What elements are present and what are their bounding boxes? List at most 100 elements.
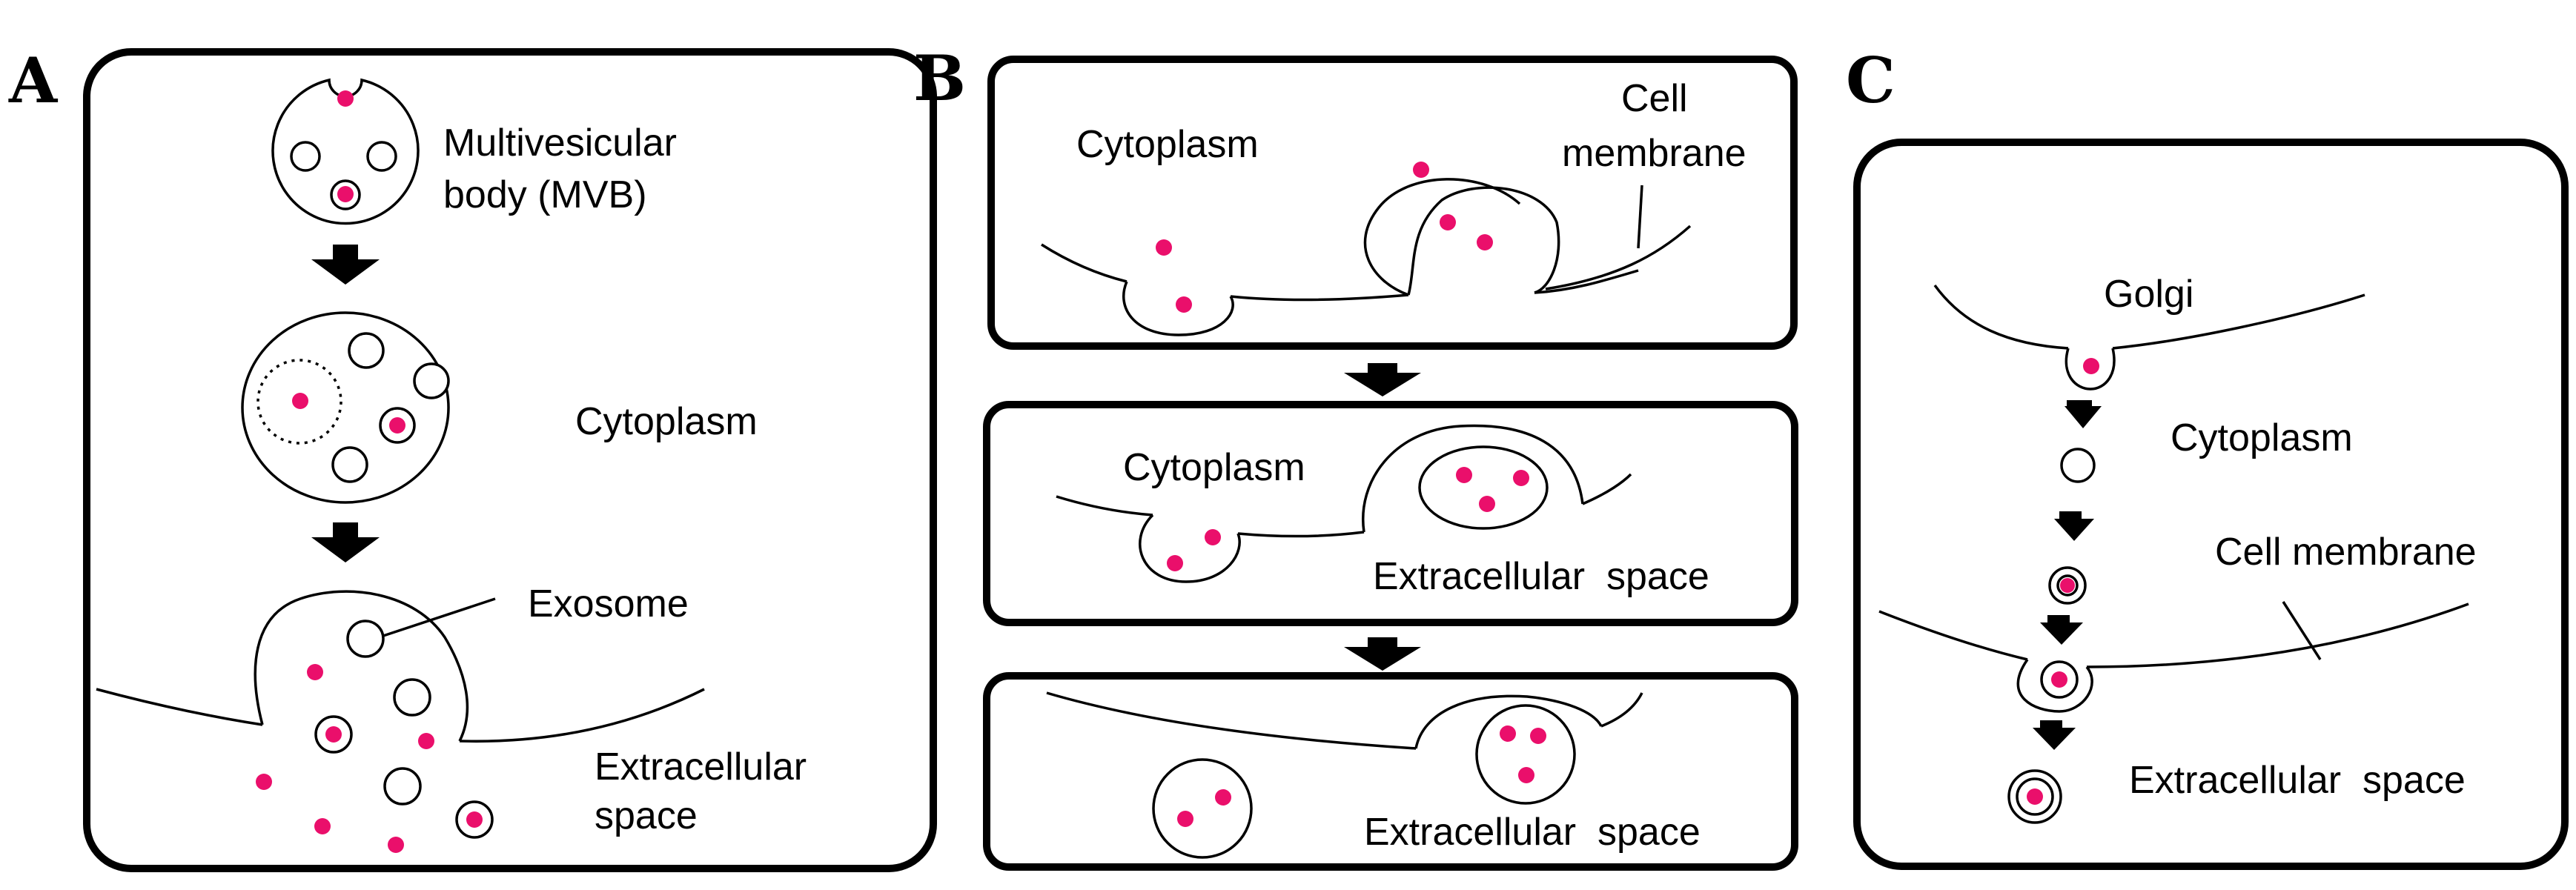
cell-membrane-left xyxy=(96,688,263,726)
transport-vesicle xyxy=(2060,448,2096,483)
cargo-dot xyxy=(1513,470,1529,486)
down-arrow-icon xyxy=(311,245,380,285)
cell-membrane xyxy=(1046,691,1417,750)
label-extracellular-line1: Extracellular xyxy=(595,745,807,788)
panel-a: A Multivesicular body (MVB) Cytoplasm xyxy=(8,44,937,872)
panel-a-letter: A xyxy=(8,44,59,117)
exosome-vesicle xyxy=(346,620,385,658)
cargo-dot xyxy=(1413,162,1429,178)
cargo-dot xyxy=(1440,214,1456,230)
fusing-vesicle-membrane xyxy=(2016,658,2093,713)
cargo-dot xyxy=(1456,467,1472,483)
panel-b-frame-1 xyxy=(987,56,1798,350)
intraluminal-vesicle xyxy=(290,141,321,172)
panel-b: B Cytoplasm Cell membrane xyxy=(913,41,1798,871)
cargo-dot xyxy=(466,811,483,828)
label-extracellular-line2: space xyxy=(595,794,698,837)
cargo-dot xyxy=(337,90,354,107)
forming-vesicle-dashed xyxy=(256,359,342,445)
budding-microvesicle xyxy=(1122,281,1234,336)
cargo-dot xyxy=(418,733,434,749)
cargo-dot xyxy=(2051,671,2067,688)
cell-membrane xyxy=(2086,602,2469,668)
cell-membrane xyxy=(1600,692,1643,728)
cell-membrane xyxy=(1237,531,1365,538)
cargo-dot xyxy=(388,837,404,853)
released-microvesicle xyxy=(1152,758,1253,859)
exosome-vesicle xyxy=(383,767,422,806)
label-b-cell-line1: Cell xyxy=(1621,77,1688,120)
panel-b-stage-1 xyxy=(1041,162,1692,336)
cell-membrane xyxy=(1230,293,1409,302)
label-mvb-line1: Multivesicular xyxy=(443,122,677,165)
panel-c: C Golgi Cytoplasm Cell membrane Extracel… xyxy=(1846,44,2569,870)
cargo-dot xyxy=(1500,725,1516,742)
panel-b-stage-3 xyxy=(1046,691,1643,859)
engulfed-vesicle xyxy=(1418,445,1549,530)
golgi-membrane xyxy=(1933,284,2069,350)
label-b-cytoplasm-1: Cytoplasm xyxy=(1076,123,1259,166)
cargo-dot xyxy=(2027,788,2043,805)
panel-c-frame xyxy=(1853,139,2569,870)
cargo-dot xyxy=(2060,578,2075,593)
label-b-cytoplasm-2: Cytoplasm xyxy=(1123,446,1305,489)
cargo-dot xyxy=(389,417,405,434)
panel-b-letter: B xyxy=(913,41,966,115)
down-arrow-icon xyxy=(2054,511,2094,541)
cargo-dot xyxy=(1479,496,1495,512)
cargo-dot xyxy=(314,818,331,834)
panel-b-frame-3 xyxy=(983,672,1798,871)
cargo-dot xyxy=(1215,789,1231,806)
cargo-dot xyxy=(1530,728,1546,744)
membrane-protrusion-outer xyxy=(1363,178,1521,296)
cargo-dot xyxy=(337,186,354,202)
intraluminal-vesicle xyxy=(348,332,385,369)
cell-membrane xyxy=(1545,225,1692,290)
down-arrow-icon xyxy=(2040,615,2083,645)
cargo-dot xyxy=(292,393,308,409)
cargo-dot xyxy=(1518,767,1534,783)
cargo-dot xyxy=(1205,529,1221,545)
golgi-budding-vesicle xyxy=(2065,348,2116,391)
label-c-golgi: Golgi xyxy=(2104,273,2193,316)
label-b-cell-line2: membrane xyxy=(1562,132,1746,175)
cargo-dot xyxy=(1167,555,1183,571)
down-arrow-icon xyxy=(1344,363,1421,396)
cell-membrane-pointer-line xyxy=(1637,185,1643,249)
panel-b-stage-2 xyxy=(1056,424,1632,583)
label-b-extracellular-2: Extracellular space xyxy=(1373,555,1709,598)
cell-membrane xyxy=(1041,243,1128,283)
cell-membrane xyxy=(1056,495,1153,517)
mvb-membrane xyxy=(271,78,420,225)
label-exosome: Exosome xyxy=(528,582,689,625)
fusing-mvb-membrane xyxy=(254,590,469,742)
cell-membrane xyxy=(1534,269,1639,294)
label-c-extracellular: Extracellular space xyxy=(2129,759,2466,802)
label-mvb-line2: body (MVB) xyxy=(443,173,647,216)
cargo-dot xyxy=(325,726,342,743)
down-arrow-icon xyxy=(2033,720,2076,750)
exosome-vesicle xyxy=(393,678,431,717)
panel-c-letter: C xyxy=(1846,44,1895,117)
cell-membrane-pointer-line xyxy=(2282,601,2322,660)
intraluminal-vesicle xyxy=(366,141,397,172)
down-arrow-icon xyxy=(311,522,380,562)
multivesicular-body xyxy=(271,78,420,225)
label-cytoplasm: Cytoplasm xyxy=(575,400,758,443)
membrane-protrusion xyxy=(1414,694,1603,749)
cargo-dot xyxy=(1156,239,1172,256)
membrane-protrusion xyxy=(1362,424,1584,533)
cargo-dot xyxy=(1477,234,1493,250)
intraluminal-vesicle xyxy=(413,362,450,399)
cargo-dot xyxy=(256,774,272,790)
cell-membrane-right xyxy=(459,688,705,743)
intraluminal-vesicle xyxy=(331,446,368,483)
label-c-cell-membrane: Cell membrane xyxy=(2215,531,2477,574)
exosome-pointer-line xyxy=(383,597,496,637)
mvb-cytoplasm-stage xyxy=(241,311,450,504)
panel-b-frame-2 xyxy=(983,401,1798,626)
cell-membrane xyxy=(1582,473,1632,505)
engulfed-vesicle xyxy=(1475,704,1576,805)
down-arrow-icon xyxy=(2065,400,2102,428)
cargo-dot xyxy=(2083,358,2099,374)
